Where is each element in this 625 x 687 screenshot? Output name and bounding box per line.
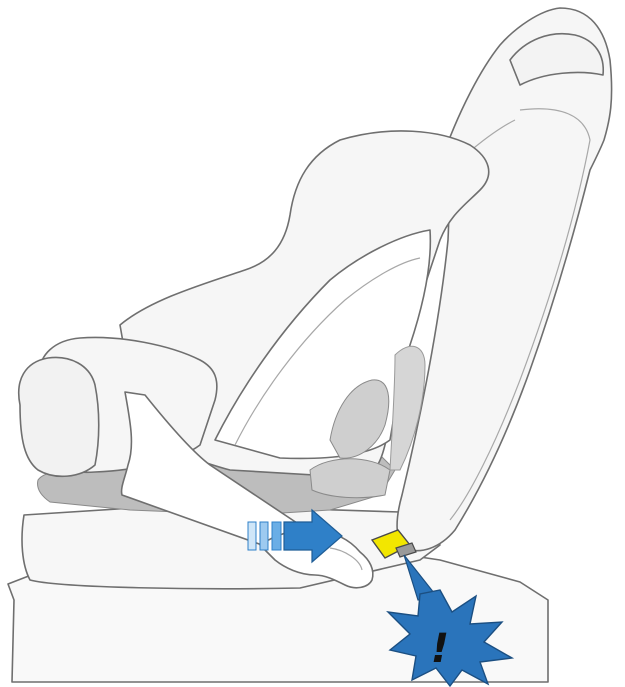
arrow-stripe-1: [248, 522, 256, 550]
child-seat-backrest: [397, 8, 612, 551]
arrow-stripe-2: [260, 522, 268, 550]
belt-guide-shadow-lower: [310, 459, 390, 498]
warning-symbol: !: [431, 626, 449, 672]
arrow-stripe-3: [272, 522, 281, 550]
cushion-front-roll: [19, 357, 99, 476]
